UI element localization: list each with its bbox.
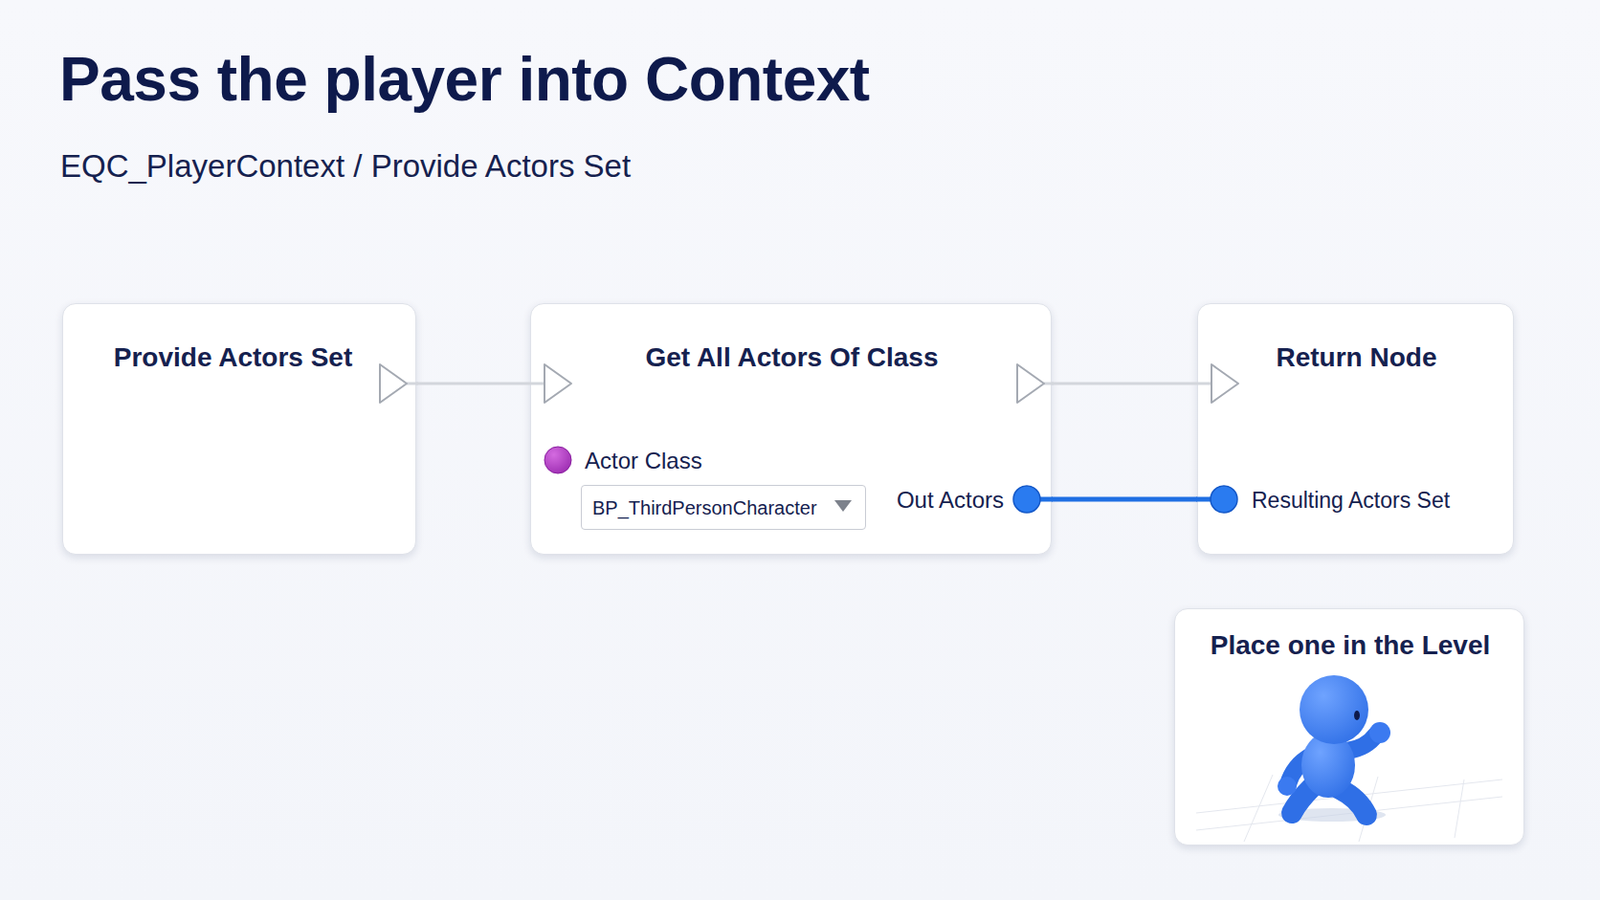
- node-title: Provide Actors Set: [63, 342, 403, 374]
- figure-hand: [1277, 777, 1297, 797]
- data-stub: [1026, 497, 1053, 503]
- slide-title: Pass the player into Context: [59, 44, 870, 115]
- exec-wire: [416, 382, 531, 386]
- dropdown-value: BP_ThirdPersonCharacter: [592, 497, 842, 520]
- dropdown-caret: [834, 500, 852, 512]
- figure-limbs: [1288, 734, 1377, 816]
- exec-stub: [1044, 382, 1054, 386]
- card-title: Place one in the Level: [1175, 630, 1526, 662]
- level-card: Place one in the Level: [1174, 608, 1525, 846]
- return-node: Return NodeResulting Actors Set: [1197, 303, 1514, 556]
- exec-pin: [379, 364, 407, 403]
- pin-decor: [379, 364, 1238, 513]
- data-pin: [1013, 486, 1041, 513]
- data-wire: [1051, 497, 1198, 503]
- class-pin: [544, 446, 572, 474]
- figure-shadow: [1278, 808, 1386, 823]
- exec-stub: [406, 382, 419, 386]
- node-title: Get All Actors Of Class: [531, 342, 1053, 374]
- function-node: Get All Actors Of ClassActor ClassOut Ac…: [530, 303, 1052, 556]
- exec-wire: [1051, 382, 1198, 386]
- data-pin: [1210, 486, 1238, 513]
- edge-layer: [416, 383, 1198, 500]
- floor-grid: [1196, 775, 1503, 843]
- node-title: Return Node: [1198, 342, 1515, 374]
- figure-hand: [1369, 722, 1391, 744]
- figure-body: [1301, 733, 1356, 799]
- pin-label: Resulting Actors Set: [1251, 488, 1511, 514]
- slide-subtitle: EQC_PlayerContext / Provide Actors Set: [60, 148, 631, 185]
- player-figure: [1196, 675, 1503, 843]
- data-stub: [1196, 497, 1224, 503]
- figure-eye: [1354, 711, 1360, 721]
- figure-head: [1299, 675, 1369, 745]
- event-node: Provide Actors Set: [62, 303, 417, 556]
- pin-label: Actor Class: [584, 447, 872, 475]
- exec-pin: [1017, 364, 1045, 403]
- class-dropdown: BP_ThirdPersonCharacter: [580, 485, 867, 531]
